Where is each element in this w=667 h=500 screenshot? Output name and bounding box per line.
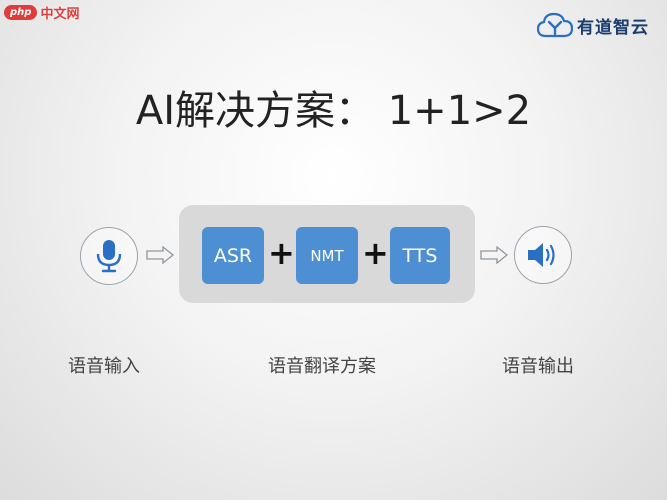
title-text: AI解决方案： 1+1>2 — [135, 88, 532, 134]
asr-label: ASR — [213, 244, 253, 267]
outline-arrow-right-icon — [146, 246, 174, 264]
watermark-badge: php — [4, 4, 38, 20]
nmt-label: NMT — [310, 246, 344, 265]
nmt-box: NMT — [296, 227, 358, 284]
outline-arrow-right-icon — [480, 246, 508, 264]
voice-input-circle — [80, 227, 138, 285]
brand-name: 有道智云 — [577, 17, 649, 38]
voice-output-label: 语音输出 — [502, 356, 574, 377]
asr-box: ASR — [202, 227, 264, 284]
plus-sign: + — [268, 234, 295, 272]
voice-output-circle — [514, 226, 572, 284]
translation-pipeline: ASR + NMT + TTS — [179, 205, 475, 303]
voice-translation-label: 语音翻译方案 — [268, 356, 376, 377]
cloud-y-logo-icon — [537, 12, 573, 38]
page-title: AI解决方案： 1+1>2 — [0, 78, 667, 136]
brand-logo: 有道智云 — [537, 12, 649, 38]
tts-label: TTS — [402, 244, 438, 267]
voice-input-label: 语音输入 — [68, 356, 140, 377]
tts-box: TTS — [390, 227, 450, 284]
site-watermark: php 中文网 — [4, 2, 79, 22]
microphone-icon — [96, 240, 122, 273]
speaker-icon — [528, 243, 555, 267]
watermark-text: 中文网 — [40, 6, 80, 22]
plus-sign: + — [362, 234, 389, 272]
